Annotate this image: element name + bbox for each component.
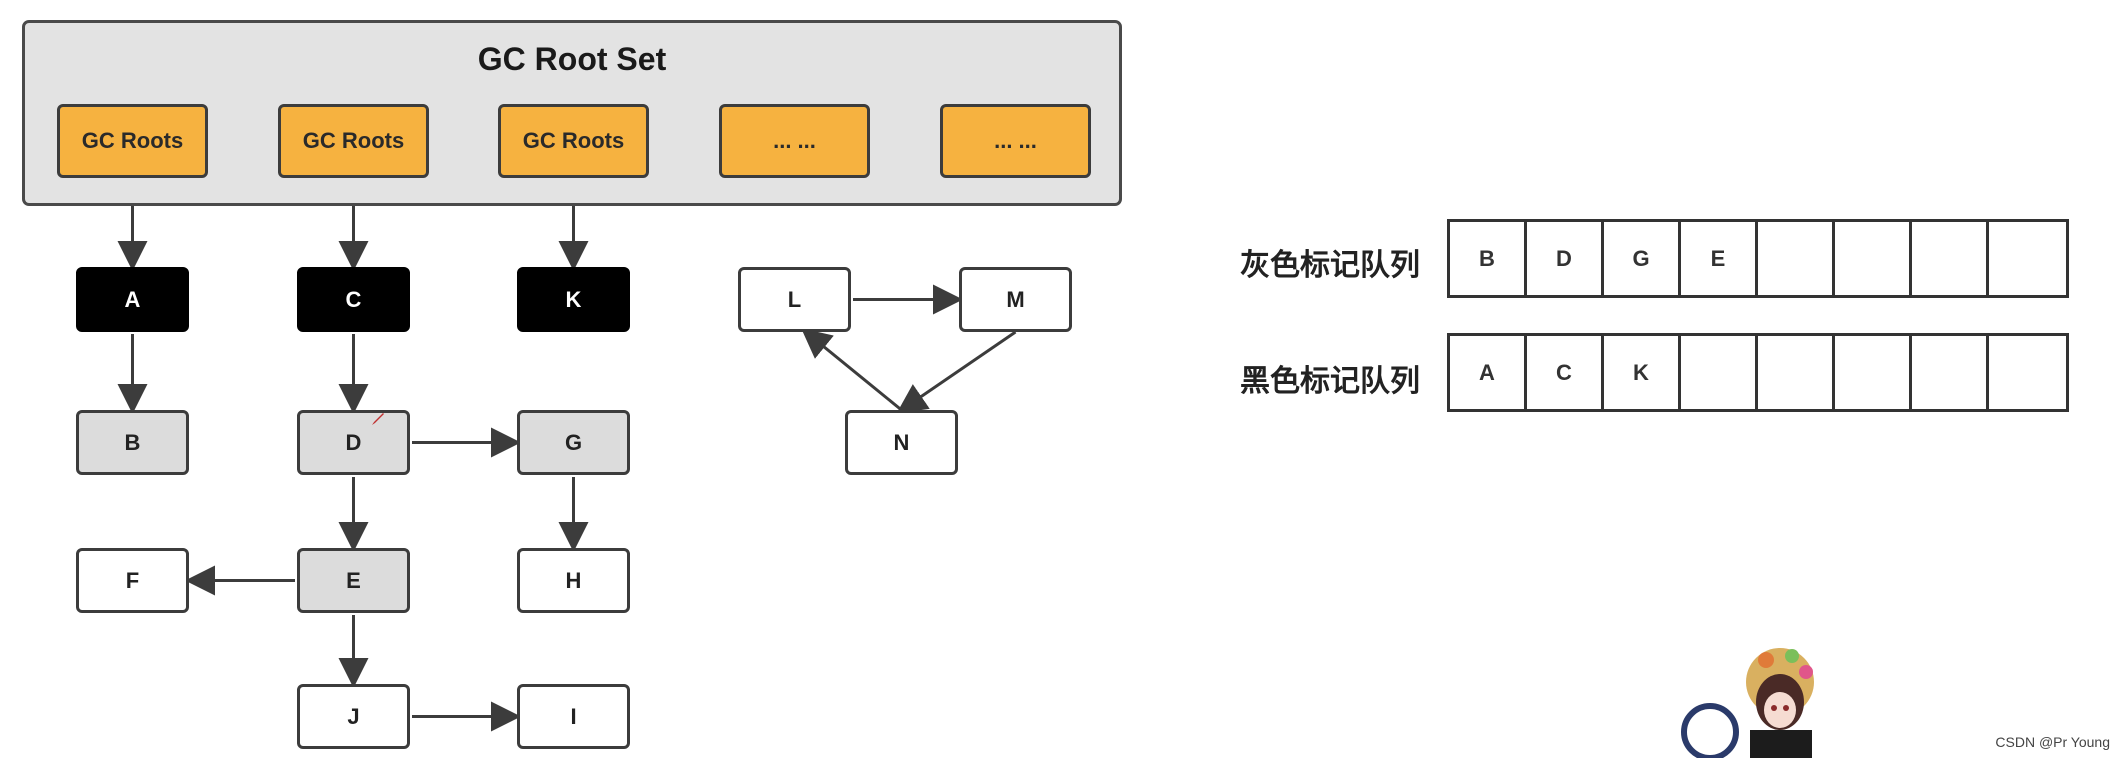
- object-node-d-label: D: [345, 429, 362, 455]
- object-node-c-label: C: [345, 286, 362, 312]
- object-node-a-label: A: [124, 286, 141, 312]
- gray-queue-cell: B: [1450, 222, 1527, 295]
- black-queue-cell: [1912, 336, 1989, 409]
- gray-queue-cell: G: [1604, 222, 1681, 295]
- avatar-character-icon: [1681, 648, 1814, 758]
- object-node-f: F: [76, 548, 189, 613]
- object-node-g-label: G: [564, 429, 583, 455]
- object-node-n-label: N: [893, 429, 910, 455]
- object-node-c: C: [297, 267, 410, 332]
- object-node-i: I: [517, 684, 630, 749]
- object-node-k: K: [517, 267, 630, 332]
- gray-queue-label: 灰色标记队列: [1240, 249, 1420, 282]
- object-node-j-label: J: [347, 703, 360, 729]
- object-node-m-label: M: [1006, 286, 1025, 312]
- gray-queue-cell: [1912, 222, 1989, 295]
- object-node-b: B: [76, 410, 189, 475]
- object-node-l-label: L: [787, 286, 802, 312]
- black-queue-cell: [1989, 336, 2066, 409]
- object-node-a: A: [76, 267, 189, 332]
- gc-root-box-1: GC Roots: [57, 104, 208, 178]
- gc-root-box-1-label: GC Roots: [81, 128, 184, 153]
- black-queue-cell: [1835, 336, 1912, 409]
- object-node-k-label: K: [565, 286, 582, 312]
- gray-queue-cell: [1835, 222, 1912, 295]
- gc-root-box-3: GC Roots: [498, 104, 649, 178]
- black-queue-cell: C: [1527, 336, 1604, 409]
- object-node-h: H: [517, 548, 630, 613]
- gray-queue-cell: [1758, 222, 1835, 295]
- gray-queue-cell: [1989, 222, 2066, 295]
- black-queue-label: 黑色标记队列: [1240, 365, 1420, 398]
- watermark: CSDN @Pr Young: [1995, 734, 2110, 750]
- object-node-i-label: I: [570, 703, 577, 729]
- black-queue-cell: [1681, 336, 1758, 409]
- black-queue-cell: [1758, 336, 1835, 409]
- gc-root-box-4: ... ...: [719, 104, 870, 178]
- gray-queue-cell: D: [1527, 222, 1604, 295]
- object-node-n: N: [845, 410, 958, 475]
- gc-root-box-5: ... ...: [940, 104, 1091, 178]
- black-queue-cell: K: [1604, 336, 1681, 409]
- gray-queue-cell: E: [1681, 222, 1758, 295]
- object-node-l: L: [738, 267, 851, 332]
- object-node-f-label: F: [125, 567, 140, 593]
- gc-root-box-2-label: GC Roots: [302, 128, 405, 153]
- object-node-m: M: [959, 267, 1072, 332]
- edge-m-to-n: [896, 330, 1017, 414]
- gc-root-box-5-label: ... ...: [994, 128, 1037, 153]
- gc-root-box-2: GC Roots: [278, 104, 429, 178]
- object-node-d: D: [297, 410, 410, 475]
- object-node-e-label: E: [346, 567, 361, 593]
- gc-root-box-3-label: GC Roots: [522, 128, 625, 153]
- object-node-j: J: [297, 684, 410, 749]
- edge-n-to-l: [801, 328, 903, 412]
- object-node-e: E: [297, 548, 410, 613]
- gc-root-box-4-label: ... ...: [773, 128, 816, 153]
- object-node-b-label: B: [124, 429, 141, 455]
- root-set-title: GC Root Set: [477, 41, 667, 77]
- object-node-g: G: [517, 410, 630, 475]
- black-queue-cell: A: [1450, 336, 1527, 409]
- cursor-pointer-icon: [372, 413, 384, 425]
- object-node-h-label: H: [565, 567, 582, 593]
